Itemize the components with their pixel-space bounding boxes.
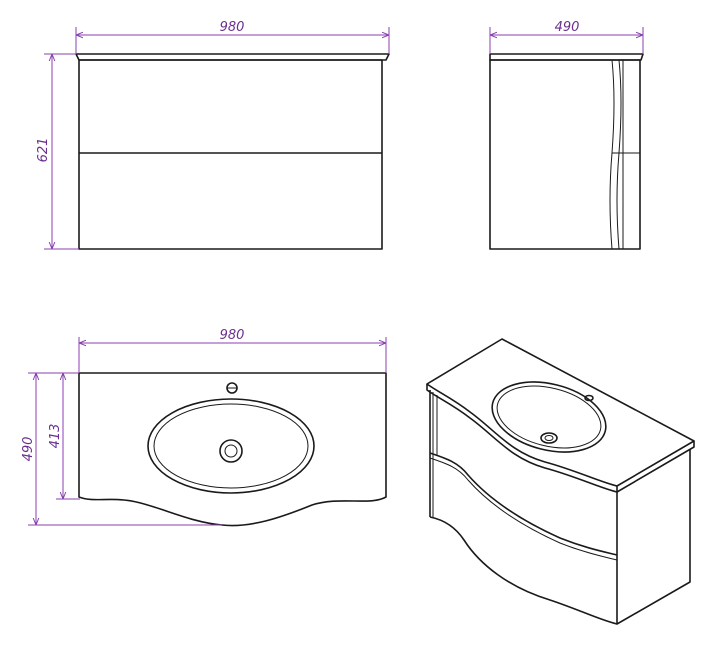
top-total-depth-label: 490 [21,437,36,462]
top-countertop-outline [78,372,387,527]
top-width-label: 980 [220,328,245,343]
side-front-profile [609,59,615,250]
drain-outer [219,439,243,463]
front-view: 980 621 [36,20,390,250]
iso-basin-outer [491,381,607,453]
iso-drain [540,432,558,444]
iso-cabinet-side [616,449,691,625]
top-view: 980 490 413 [21,328,387,527]
basin-inner [153,403,309,489]
iso-countertop-edge [426,384,695,493]
iso-countertop-top [426,338,695,487]
iso-cabinet-bottom [429,516,618,625]
front-cabinet-body [78,59,383,250]
basin-outer [147,398,315,494]
isometric-view [426,338,695,625]
iso-drawer-split [429,452,618,556]
side-cabinet-body [489,59,641,250]
front-width-label: 980 [220,20,245,35]
side-depth-label: 490 [555,20,580,35]
iso-basin-inner [496,385,602,449]
drain-inner [224,444,238,458]
front-height-label: 621 [36,138,51,163]
iso-tap-hole [584,394,594,402]
side-view: 490 [489,20,644,250]
side-top-slab [489,53,644,61]
front-top-slab [75,53,390,61]
top-straight-depth-label: 413 [48,424,63,449]
